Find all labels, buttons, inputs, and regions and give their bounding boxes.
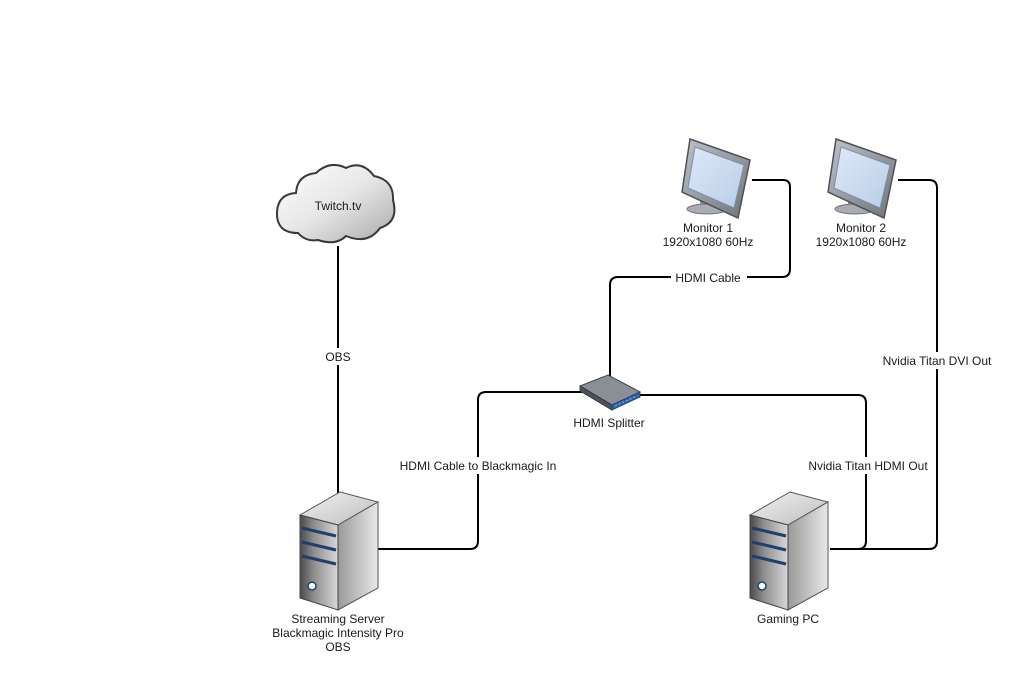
monitor1-label-line1: Monitor 1: [683, 221, 733, 235]
monitor-icon: [681, 137, 751, 220]
server-label-line2: Blackmagic Intensity Pro: [272, 626, 404, 640]
edge-label-bg: [806, 457, 930, 474]
splitter-icon: [578, 374, 642, 411]
edge-label-titan-hdmi-out: Nvidia Titan HDMI Out: [808, 459, 928, 473]
monitor2-label-line1: Monitor 2: [836, 221, 886, 235]
edge-label-bg: [397, 457, 559, 474]
server-tower-icon: [298, 491, 380, 611]
splitter-label: HDMI Splitter: [573, 416, 644, 430]
cloud-label: Twitch.tv: [315, 199, 362, 213]
edge-label-hdmi-cable: HDMI Cable: [675, 271, 741, 285]
edge-label-bg: [880, 352, 994, 369]
cloud-icon: [275, 163, 396, 244]
edge-label-hdmi-to-blackmagic: HDMI Cable to Blackmagic In: [400, 459, 557, 473]
pc-tower-icon: [748, 491, 830, 611]
gaming-pc-label: Gaming PC: [757, 612, 819, 626]
edge-label-titan-dvi-out: Nvidia Titan DVI Out: [883, 354, 992, 368]
monitor1-label-line2: 1920x1080 60Hz: [663, 235, 754, 249]
edge-label-bg: [318, 348, 358, 365]
server-label-line1: Streaming Server: [291, 612, 384, 626]
edge-label-obs: OBS: [325, 350, 350, 364]
monitor-icon: [827, 137, 897, 220]
edge-label-bg: [671, 269, 747, 286]
server-label-line3: OBS: [325, 640, 350, 654]
connector-splitter-monitor1: [609, 179, 791, 378]
monitor2-label-line2: 1920x1080 60Hz: [816, 235, 907, 249]
